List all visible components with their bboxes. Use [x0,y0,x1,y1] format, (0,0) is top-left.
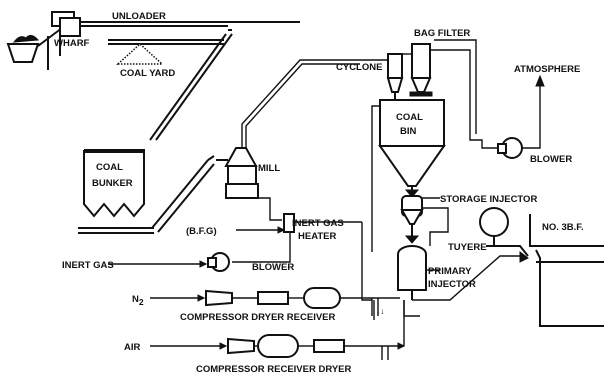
label-n2: N2 [132,294,144,307]
inert-gas-blower [108,252,230,272]
label-inert-gas-heater-line1: INERT GAS [292,218,344,229]
heater-to-mill-pipe [252,197,282,221]
label-blower-exhaust: BLOWER [530,154,572,165]
label-mill: MILL [258,163,280,174]
bag-filter-cone [410,77,432,93]
mill-top [224,147,258,167]
label-coal-bin-line2: BIN [400,126,417,137]
mill-body [227,165,257,185]
label-bfg: (B.F.G) [186,226,217,237]
coal-bunker [78,149,215,234]
label-tuyere: TUYERE [448,242,487,253]
label-blast-furnace: NO. 3B.F. [542,222,584,233]
coal-bin-body [379,99,445,147]
label-primary-injector-line2: INJECTOR [428,279,476,290]
label-coal-yard: COAL YARD [120,68,175,79]
conveyor-to-mill [151,159,209,229]
bin-return-pipe [371,105,380,252]
blast-furnace [479,207,604,327]
mill-base [225,183,259,199]
svg-text:↓↓: ↓↓ [376,306,385,316]
bag-filter-exhaust-pipe [430,49,500,149]
coal-bin [361,99,446,301]
heater-downline [361,222,372,301]
wharf-unloader [6,11,300,70]
mill-to-cyclone-pipe [241,59,360,148]
mill [216,59,360,221]
bin-valve-icon [404,189,420,198]
coal-bin-hopper [378,145,446,187]
heater-box [283,213,295,233]
furnace-shell-upper [529,214,604,247]
air-receiver-icon [257,334,299,358]
label-wharf: WHARF [54,38,90,49]
conveyor-to-mill-b [157,163,215,233]
injection-line [412,255,520,301]
n2-compressor-icon [205,289,233,307]
inert-gas-heater [232,213,362,263]
bag-filter-body [411,43,431,79]
air-dryer-icon [313,339,345,353]
label-air-line-equipment: COMPRESSOR RECEIVER DRYER [196,364,352,375]
label-coal-bunker-line2: BUNKER [92,178,133,189]
label-coal-bin-line1: COAL [396,112,423,123]
air-line [150,300,420,360]
conveyor-to-bunker-b [155,33,233,141]
primary-injector [397,245,520,301]
atmosphere-arrow-icon [535,74,545,87]
tuyere-arrow-icon [519,251,529,263]
label-n2-line-equipment: COMPRESSOR DRYER RECEIVER [180,312,336,323]
tuyere-pipe [486,245,529,257]
primary-injector-body [397,245,427,291]
rotary-valve-icon [409,91,433,97]
yard-conveyors [108,29,233,141]
cyclone-body [387,53,403,79]
cyclone-cone [386,77,404,93]
n2-line: ↓↓ [150,287,400,316]
label-inert-gas-heater-line2: HEATER [298,231,336,242]
unloader-bucket [6,43,40,63]
unloader-coal [12,34,40,43]
label-coal-bunker-line1: COAL [96,162,123,173]
n2-receiver-icon [303,287,341,309]
cyclone-bagfilter [360,39,500,149]
bustle-pipe-icon [479,207,509,237]
label-primary-injector-line1: PRIMARY [428,266,472,277]
label-unloader: UNLOADER [112,11,166,22]
atmosphere-stack [522,84,541,149]
heater-blower-pipe [232,232,291,263]
label-inert-gas: INERT GAS [62,260,114,271]
label-cyclone: CYCLONE [336,62,382,73]
label-storage-injector: STORAGE INJECTOR [440,194,537,205]
exhaust-blower [497,74,545,159]
storage-injector [400,195,449,246]
label-bag-filter: BAG FILTER [414,28,470,39]
unloader-tower [59,17,81,37]
conveyor-to-bunker [149,33,227,141]
coal-yard-pile [116,42,164,65]
unloader-boom [37,27,63,47]
air-compressor-icon [227,337,255,355]
n2-dryer-icon [257,291,289,305]
label-blower-inert: BLOWER [252,262,294,273]
label-atmosphere: ATMOSPHERE [514,64,580,75]
storage-valve-icon [404,235,420,244]
furnace-shell-lower [535,249,604,327]
label-air: AIR [124,342,141,353]
